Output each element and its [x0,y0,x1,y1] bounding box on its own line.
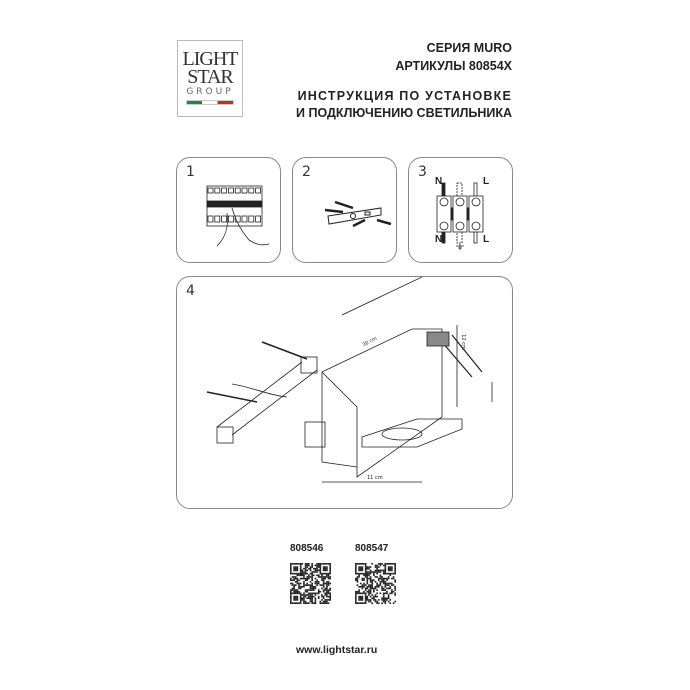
width-dimension: 11 cm [367,475,383,481]
italian-flag-stripe [186,100,234,105]
article-code: 808546 [290,543,324,554]
qr-code[interactable] [290,563,331,604]
title-line-2: И ПОДКЛЮЧЕНИЮ СВЕТИЛЬНИКА [296,106,512,120]
website-link[interactable]: www.lightstar.ru [296,644,378,656]
step-number: 2 [302,164,311,180]
logo-text: LIGHT [182,48,239,70]
articles-label: АРТИКУЛЫ 80854X [395,59,512,73]
height-dimension: 12 cm [459,334,466,350]
step-2-panel: 2 [292,157,397,263]
step-number: 1 [186,164,195,180]
neutral-label: N [435,176,443,187]
live-label: L [483,234,490,245]
lightstar-logo: LIGHT STAR GROUP [177,40,243,117]
logo-text: GROUP [186,87,234,97]
neutral-label: N [435,234,443,245]
step-number: 3 [418,164,427,180]
qr-code[interactable] [355,563,396,604]
mounting-bracket-illustration [324,200,392,228]
step-4-panel: 4 30 cm 12 cm 11 cm [176,276,513,509]
article-code: 808547 [355,543,389,554]
series-label: СЕРИЯ MURO [426,41,512,55]
terminal-block-wiring-diagram [436,182,484,250]
fixture-installation-illustration [206,277,493,483]
breaker-switch-illustration [206,185,270,247]
title-line-1: ИНСТРУКЦИЯ ПО УСТАНОВКЕ [297,89,512,103]
step-1-panel: 1 [176,157,281,263]
live-label: L [483,176,490,187]
step-number: 4 [186,283,195,299]
logo-text: STAR [187,66,234,88]
step-3-panel: 3 N N L L [408,157,513,263]
